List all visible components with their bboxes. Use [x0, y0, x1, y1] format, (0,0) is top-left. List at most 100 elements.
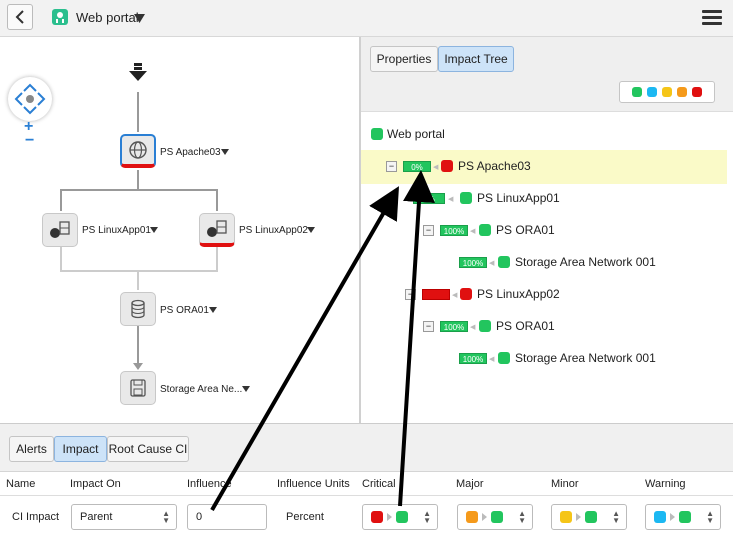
select-arrows-icon: ▲▼ [706, 509, 714, 525]
node-dropdown-icon[interactable] [242, 386, 250, 392]
orange-filter-icon[interactable] [677, 87, 687, 97]
graph-edge [137, 326, 139, 368]
server-icon [50, 221, 70, 238]
critical-select[interactable]: ▲▼ [362, 504, 438, 530]
node-label: PS Apache03 [160, 147, 221, 158]
arrow-right-icon [576, 513, 581, 521]
menu-icon[interactable] [702, 10, 722, 26]
select-arrows-icon: ▲▼ [612, 509, 620, 525]
tab-impact-tree[interactable]: Impact Tree [438, 46, 514, 72]
status-red-icon [441, 160, 453, 172]
bottom-panel: Alerts Impact Root Cause CI Name Impact … [0, 423, 733, 541]
globe-icon [129, 141, 147, 159]
tab-alerts[interactable]: Alerts [9, 436, 54, 462]
arrowhead-icon [133, 363, 143, 370]
yellow-filter-icon[interactable] [662, 87, 672, 97]
back-button[interactable] [7, 4, 33, 30]
node-dropdown-icon[interactable] [221, 149, 229, 155]
impact-percent: 100% [440, 321, 468, 332]
node-dropdown-icon[interactable] [209, 307, 217, 313]
node-dropdown-icon[interactable] [150, 227, 158, 233]
graph-edge [60, 270, 218, 272]
status-green-icon [498, 352, 510, 364]
graph-edge [60, 189, 218, 191]
warning-select[interactable]: ▲▼ [645, 504, 721, 530]
column-header-impact-on: Impact On [70, 478, 121, 490]
collapse-button[interactable]: − [405, 289, 416, 300]
arrow-left-icon: ◀ [470, 228, 476, 235]
select-arrows-icon: ▲▼ [518, 509, 526, 525]
graph-edge [137, 270, 139, 290]
minor-select[interactable]: ▲▼ [551, 504, 627, 530]
arrow-right-icon [670, 513, 675, 521]
impact-on-select[interactable]: Parent ▲▼ [71, 504, 177, 530]
tab-root-cause-ci[interactable]: Root Cause CI [107, 436, 189, 462]
graph-node-apache[interactable] [120, 134, 156, 168]
column-header-name: Name [6, 478, 36, 490]
pan-arrows-icon [14, 83, 46, 115]
impact-graph-panel: + − PS Apache03 PS LinuxApp01 PS LinuxAp… [0, 37, 359, 423]
status-green-icon [679, 511, 691, 523]
pan-control[interactable] [8, 77, 52, 121]
select-arrows-icon: ▲▼ [423, 509, 431, 525]
status-orange-icon [466, 511, 478, 523]
status-green-icon [396, 511, 408, 523]
tree-row-label: Storage Area Network 001 [515, 351, 656, 365]
major-select[interactable]: ▲▼ [457, 504, 533, 530]
status-yellow-icon [560, 511, 572, 523]
cyan-filter-icon[interactable] [647, 87, 657, 97]
graph-edge [216, 189, 218, 211]
app-logo-icon [52, 9, 68, 28]
status-cyan-icon [654, 511, 666, 523]
status-red-icon [460, 288, 472, 300]
impact-percent: 100% [440, 225, 468, 236]
collapse-button[interactable]: − [386, 161, 397, 172]
node-label: PS LinuxApp01 [82, 225, 151, 236]
influence-units-value: Percent [286, 511, 324, 523]
influence-input[interactable]: 0 [187, 504, 267, 530]
collapse-button[interactable]: − [423, 225, 434, 236]
green-filter-icon[interactable] [632, 87, 642, 97]
server-icon [207, 219, 227, 237]
collapse-button[interactable]: − [423, 321, 434, 332]
zoom-in-button[interactable]: + [24, 118, 34, 135]
tree-row-label: PS ORA01 [496, 319, 555, 333]
arrow-left-icon: ◀ [448, 196, 454, 203]
node-label: Storage Area Ne... [160, 384, 243, 395]
arrow-right-icon [387, 513, 392, 521]
tree-root-label: Web portal [387, 127, 445, 141]
arrow-right-icon [482, 513, 487, 521]
status-green-icon [498, 256, 510, 268]
red-filter-icon[interactable] [692, 87, 702, 97]
zoom-out-button[interactable]: − [25, 132, 35, 149]
graph-node-linuxapp01[interactable] [42, 213, 78, 247]
severity-filter[interactable] [619, 81, 715, 103]
column-header-influence-units: Influence Units [277, 478, 350, 490]
tree-row-label: PS LinuxApp02 [477, 287, 560, 301]
tab-impact[interactable]: Impact [54, 436, 107, 462]
column-header-warning: Warning [645, 478, 686, 490]
detail-panel: Properties Impact Tree Web portal − 0% ◀… [361, 37, 733, 423]
graph-node-storage[interactable] [120, 371, 156, 405]
graph-node-linuxapp02[interactable] [199, 213, 235, 247]
graph-edge [137, 170, 139, 190]
arrow-left-icon: ◀ [489, 260, 495, 267]
node-dropdown-icon[interactable] [307, 227, 315, 233]
impact-percent: 0% [413, 193, 445, 204]
arrow-left-icon: ◀ [433, 164, 439, 171]
arrow-left-icon: ◀ [452, 292, 458, 299]
column-header-influence: Influence [187, 478, 232, 490]
title-dropdown-icon[interactable] [134, 12, 145, 26]
column-header-major: Major [456, 478, 484, 490]
status-green-icon [585, 511, 597, 523]
tree-row-label: Storage Area Network 001 [515, 255, 656, 269]
impact-on-value: Parent [80, 511, 113, 523]
graph-edge [216, 247, 218, 271]
tab-properties[interactable]: Properties [370, 46, 438, 72]
graph-edge [137, 92, 139, 132]
node-label: PS LinuxApp02 [239, 225, 308, 236]
node-label: PS ORA01 [160, 305, 209, 316]
tree-row-label: PS ORA01 [496, 223, 555, 237]
status-green-icon [460, 192, 472, 204]
graph-node-ora01[interactable] [120, 292, 156, 326]
